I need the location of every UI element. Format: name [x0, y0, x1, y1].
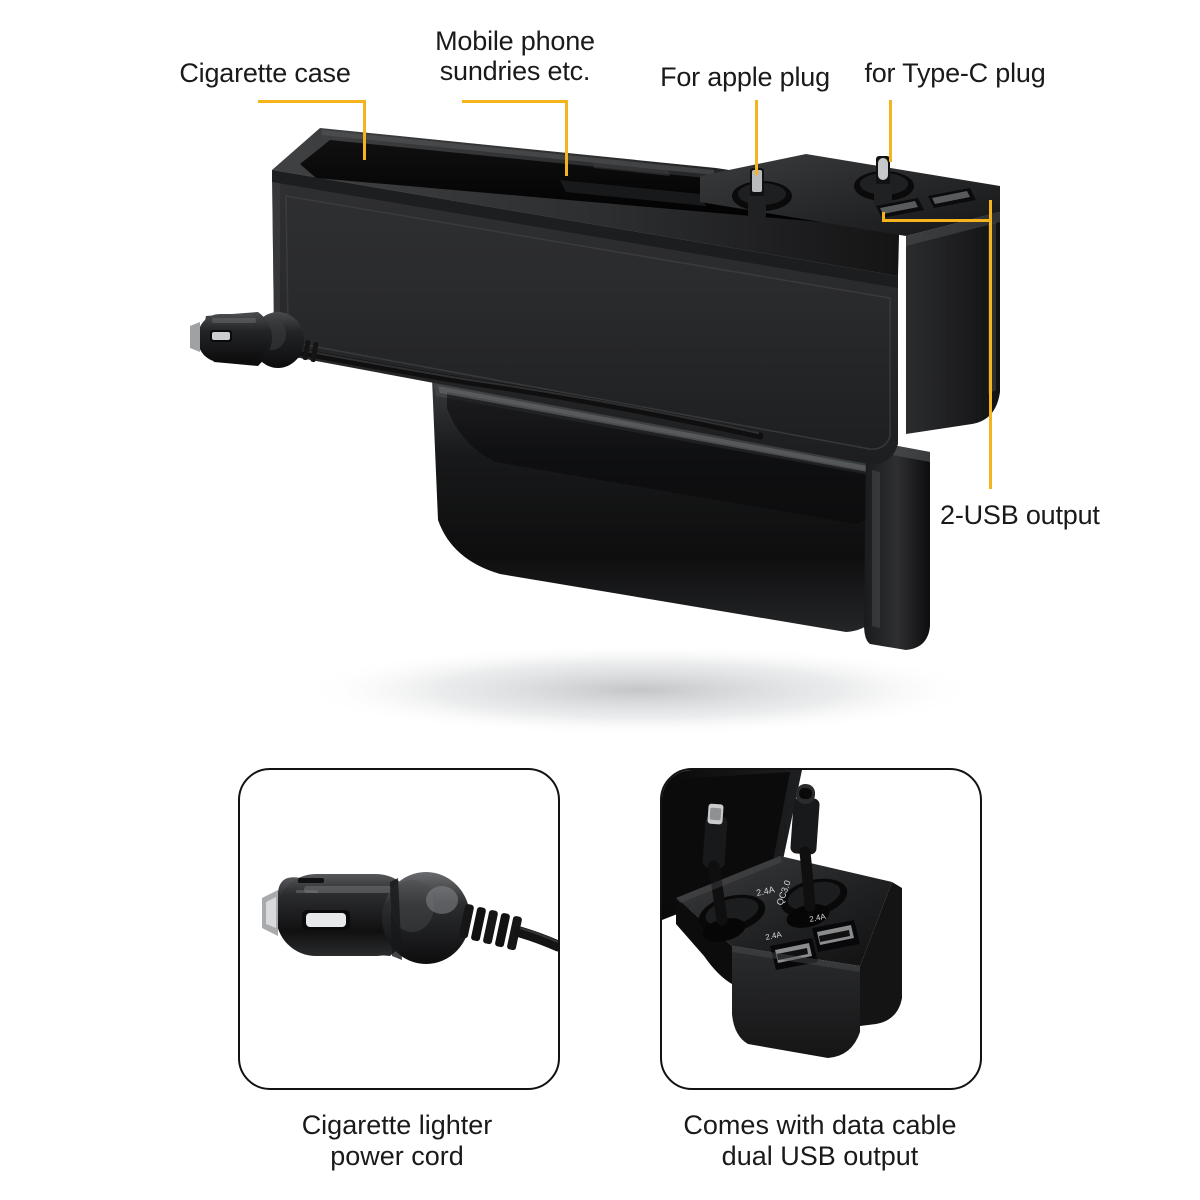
- port-label-usb-left: 2.4A: [765, 930, 784, 942]
- leader-usb-output-bracket-h: [882, 219, 992, 222]
- usb-port-left: [770, 938, 818, 970]
- main-product-illustration: [190, 128, 1000, 736]
- dual-usb-illustration: 2.4A QC3.0 2.4A 2.4A: [662, 770, 902, 1058]
- product-drop-shadow: [300, 644, 980, 736]
- usb-port-left: [876, 198, 924, 218]
- leader-mobile-sundries-h: [462, 100, 568, 103]
- support-leg: [864, 440, 930, 650]
- usb-port-right: [928, 188, 976, 208]
- callout-typec-plug: for Type-C plug: [864, 58, 1046, 88]
- leader-usb-output-bracket-left: [882, 212, 885, 222]
- panel-cigarette-lighter-power-cord: [238, 768, 560, 1090]
- power-cord-illustration: [262, 872, 558, 964]
- panel-data-cable-dual-usb: 2.4A QC3.0 2.4A 2.4A: [660, 768, 982, 1090]
- leader-usb-output-bracket-right: [989, 200, 992, 222]
- lightning-plug-icon: [748, 168, 766, 218]
- usb-port-right: [812, 920, 860, 952]
- leader-typec-plug-v: [889, 100, 892, 162]
- strain-relief-ribs: [459, 904, 522, 951]
- lightning-cable-icon: [702, 803, 728, 926]
- car-charger-plug: [190, 312, 764, 440]
- caption-cigarette-lighter-power-cord: Cigarette lighter power cord: [301, 1110, 493, 1172]
- callout-cigarette-case: Cigarette case: [179, 58, 351, 88]
- leader-mobile-sundries-v: [565, 100, 568, 176]
- typec-cable-icon: [790, 784, 820, 912]
- charger-module: [700, 154, 1000, 434]
- typec-plug-icon: [874, 156, 892, 206]
- leader-cigarette-case-v: [363, 100, 366, 160]
- port-label-socket-left: 2.4A: [755, 884, 775, 898]
- leader-apple-plug-v: [755, 100, 758, 175]
- callout-usb-output: 2-USB output: [940, 500, 1100, 530]
- caption-data-cable-dual-usb: Comes with data cable dual USB output: [683, 1110, 957, 1172]
- leader-cigarette-case-h: [258, 100, 366, 103]
- leader-usb-output-v: [989, 219, 992, 489]
- callout-apple-plug: For apple plug: [660, 62, 830, 92]
- port-label-usb-right: 2.4A: [809, 912, 828, 924]
- callout-mobile-sundries: Mobile phone sundries etc.: [435, 26, 595, 87]
